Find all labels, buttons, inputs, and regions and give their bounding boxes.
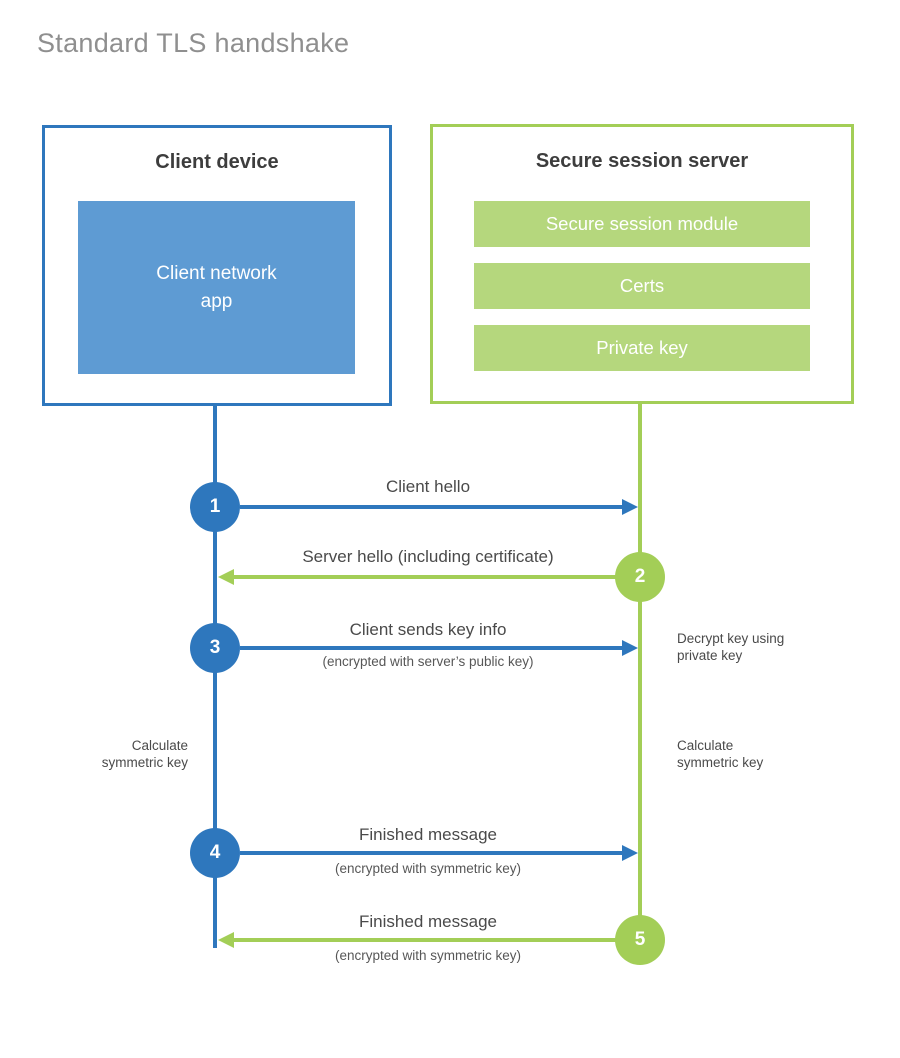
arrow-4-line (240, 851, 624, 855)
step-circle-1: 1 (190, 482, 240, 532)
arrow-2-line (234, 575, 617, 579)
step-circle-5: 5 (615, 915, 665, 965)
message-label-5: Finished message (359, 912, 497, 931)
message-sublabel-3: (encrypted with server’s public key) (322, 654, 534, 669)
arrow-3-line (240, 646, 624, 650)
client-device-title: Client device (155, 151, 279, 173)
arrow-5-line (234, 938, 617, 942)
note-calculate-symmetric-key-server: Calculate symmetric key (677, 738, 764, 770)
page-title: Standard TLS handshake (37, 28, 350, 58)
arrowhead-right-icon (622, 640, 638, 656)
step-circle-4: 4 (190, 828, 240, 878)
arrowhead-right-icon (622, 845, 638, 861)
step-circle-3: 3 (190, 623, 240, 673)
note-calculate-symmetric-key-client: Calculate symmetric key (101, 738, 188, 770)
arrowhead-left-icon (218, 932, 234, 948)
message-sublabel-4: (encrypted with symmetric key) (334, 861, 522, 876)
server-bar-private-key: Private key (474, 325, 810, 371)
message-label-4: Finished message (359, 825, 497, 844)
step-circle-2: 2 (615, 552, 665, 602)
server-box: Secure session server Secure session mod… (430, 124, 854, 404)
arrowhead-right-icon (622, 499, 638, 515)
server-bar-secure-session-module: Secure session module (474, 201, 810, 247)
server-lifeline (638, 403, 642, 940)
message-label-2: Server hello (including certificate) (302, 547, 554, 566)
arrowhead-left-icon (218, 569, 234, 585)
server-bar-certs: Certs (474, 263, 810, 309)
note-decrypt-key: Decrypt key using private key (677, 631, 785, 663)
server-title: Secure session server (535, 150, 749, 172)
message-label-3: Client sends key info (349, 620, 507, 639)
client-lifeline (213, 405, 217, 948)
client-device-box: Client device Client network app (42, 125, 392, 406)
message-label-1: Client hello (385, 477, 471, 496)
client-network-app-box: Client network app (78, 201, 355, 374)
arrow-1-line (240, 505, 624, 509)
message-sublabel-5: (encrypted with symmetric key) (334, 948, 522, 963)
